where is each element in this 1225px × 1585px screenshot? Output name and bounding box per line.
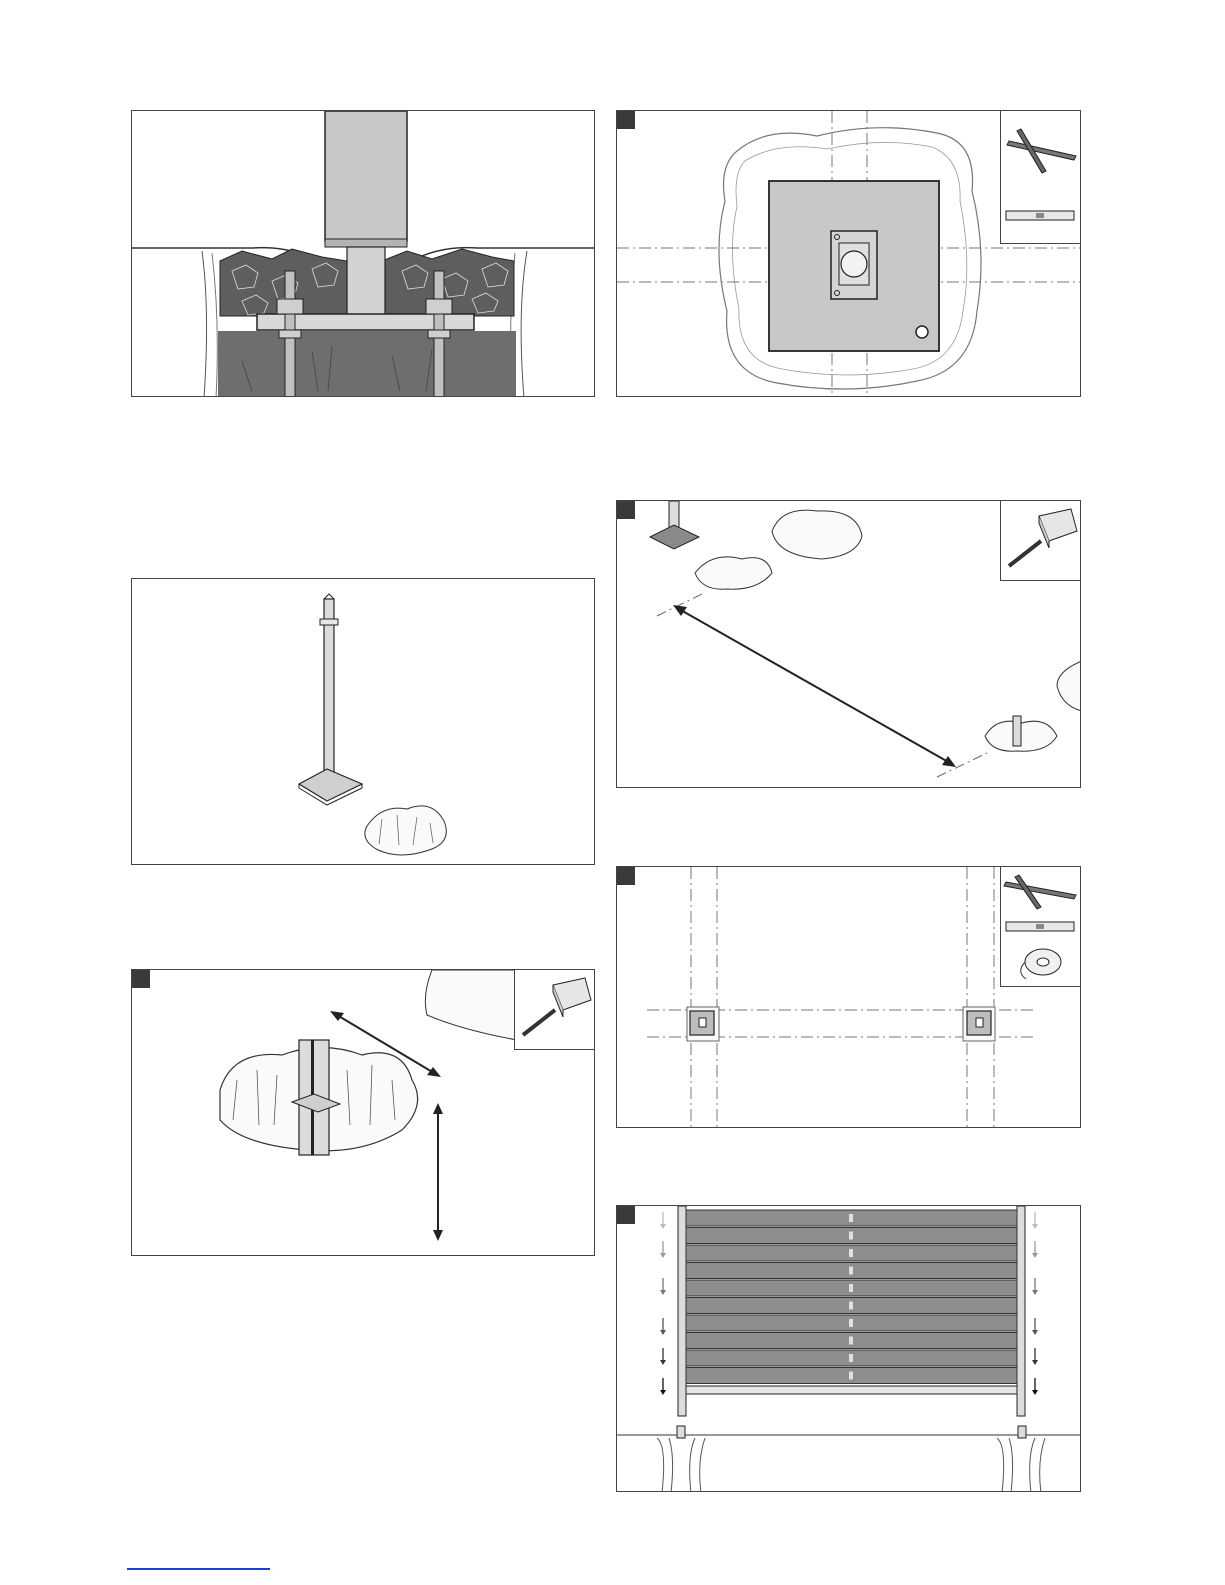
down-arrow bbox=[660, 1348, 666, 1365]
tools-inset bbox=[1000, 501, 1080, 581]
slat-clip bbox=[849, 1284, 853, 1292]
illustration-post-distance bbox=[616, 500, 1081, 788]
down-arrow bbox=[1032, 1212, 1038, 1229]
slat-clip bbox=[849, 1302, 853, 1310]
down-arrow bbox=[1032, 1318, 1038, 1335]
illustration-post-foundation-section bbox=[131, 110, 595, 397]
crossed-bars-icon bbox=[1004, 875, 1076, 909]
slat-clip bbox=[849, 1214, 853, 1222]
illustration-plate-alignment-top-view bbox=[616, 110, 1081, 397]
down-arrow bbox=[660, 1318, 666, 1335]
down-arrow bbox=[1032, 1278, 1038, 1295]
spirit-level-icon bbox=[1006, 922, 1074, 931]
illustration-anchor-post bbox=[131, 578, 595, 865]
tools-inset bbox=[1000, 111, 1080, 244]
illustration-hole-depth bbox=[131, 969, 595, 1256]
tape-measure-icon bbox=[515, 970, 595, 1050]
illustration-panel-insert bbox=[616, 1205, 1081, 1492]
tools-inset bbox=[1000, 867, 1080, 987]
slat-clip bbox=[849, 1232, 853, 1240]
tape-measure-icon bbox=[1001, 501, 1081, 581]
anchor-plate-right bbox=[963, 1007, 995, 1041]
slat-clip bbox=[849, 1337, 853, 1345]
footer-link-underline[interactable] bbox=[127, 1568, 270, 1570]
slat-clip bbox=[849, 1354, 853, 1362]
tools-inset bbox=[514, 970, 594, 1050]
anchor-plate-left bbox=[687, 1007, 719, 1041]
down-arrow bbox=[1032, 1348, 1038, 1365]
slat-clip bbox=[849, 1267, 853, 1275]
slat-clip bbox=[849, 1319, 853, 1327]
slat-clip bbox=[849, 1249, 853, 1257]
illustration-string-line-layout bbox=[616, 866, 1081, 1128]
down-arrow bbox=[1032, 1378, 1038, 1395]
crossed-bars-icon bbox=[1007, 129, 1076, 173]
down-arrow bbox=[660, 1378, 666, 1395]
down-arrow bbox=[660, 1241, 666, 1258]
down-arrow bbox=[660, 1278, 666, 1295]
down-arrow bbox=[1032, 1241, 1038, 1258]
down-arrow bbox=[660, 1212, 666, 1229]
spirit-level-icon bbox=[1006, 211, 1074, 220]
string-reel-icon bbox=[1021, 949, 1061, 979]
slat-clip bbox=[849, 1372, 853, 1380]
